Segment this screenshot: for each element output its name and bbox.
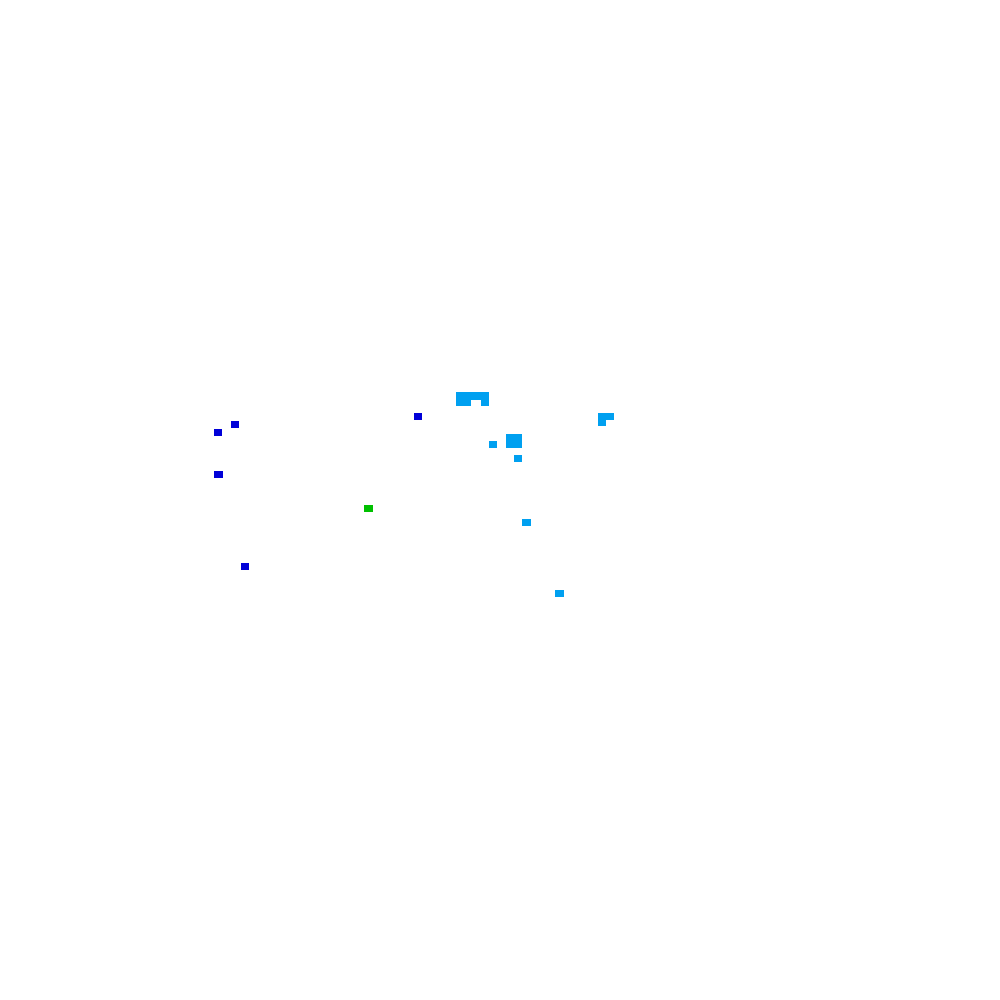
light-blue-mark-5 (598, 420, 606, 426)
light-blue-mark-9 (522, 519, 531, 526)
dark-blue-mark-5 (241, 563, 249, 570)
light-blue-mark-7 (489, 441, 497, 448)
green-mark-1 (364, 505, 373, 512)
dark-blue-mark-4 (214, 471, 223, 478)
light-blue-mark-10 (555, 590, 564, 597)
light-blue-mark-4 (598, 413, 614, 420)
dark-blue-mark-2 (231, 421, 239, 428)
light-blue-mark-1 (456, 392, 489, 400)
light-blue-mark-3 (481, 400, 489, 406)
light-blue-mark-2 (456, 400, 471, 406)
light-blue-mark-6 (506, 434, 522, 448)
dark-blue-mark-3 (214, 429, 222, 436)
dark-blue-mark-1 (414, 413, 422, 420)
light-blue-mark-8 (514, 455, 522, 462)
